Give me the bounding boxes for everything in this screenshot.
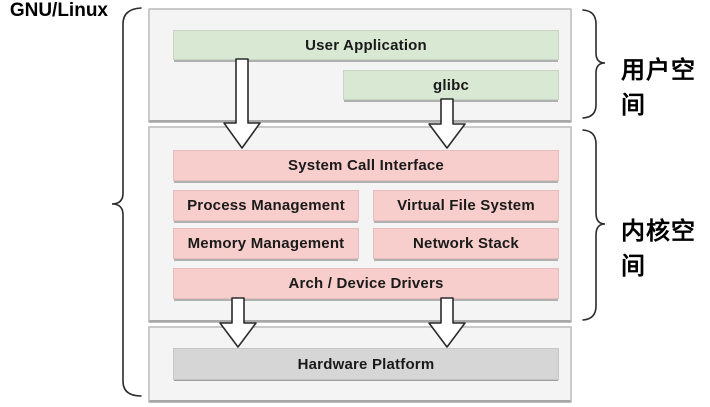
- virtual-file-system-label: Virtual File System: [397, 197, 535, 214]
- system-call-interface-box: System Call Interface: [173, 150, 559, 181]
- user-application-label: User Application: [305, 36, 427, 54]
- process-management-label: Process Management: [187, 197, 345, 214]
- arch-device-drivers-box: Arch / Device Drivers: [173, 268, 559, 299]
- user-application-box: User Application: [173, 30, 559, 60]
- glibc-box: glibc: [343, 70, 559, 100]
- hardware-platform-box: Hardware Platform: [173, 348, 559, 380]
- memory-management-label: Memory Management: [187, 235, 345, 252]
- kernel-space-label: 内核空间: [621, 218, 696, 280]
- user-space-brace: [582, 9, 606, 119]
- network-stack-box: Network Stack: [373, 228, 559, 259]
- gnu-linux-brace: [111, 7, 142, 397]
- process-management-box: Process Management: [173, 190, 359, 221]
- user-space-section: [148, 8, 572, 122]
- hardware-platform-label: Hardware Platform: [297, 355, 435, 373]
- kernel-space-brace: [582, 129, 606, 321]
- arch-device-drivers-label: Arch / Device Drivers: [288, 275, 444, 292]
- user-space-label: 用户空间: [621, 57, 696, 119]
- system-call-interface-label: System Call Interface: [288, 157, 444, 174]
- gnu-linux-label: GNU/Linux: [9, 0, 108, 21]
- glibc-label: glibc: [432, 76, 469, 94]
- memory-management-box: Memory Management: [173, 228, 359, 259]
- network-stack-label: Network Stack: [413, 235, 519, 252]
- virtual-file-system-box: Virtual File System: [373, 190, 559, 221]
